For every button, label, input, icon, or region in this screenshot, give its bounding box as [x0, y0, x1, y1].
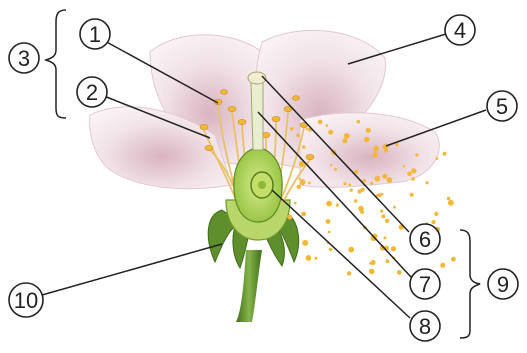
label-9: 9: [488, 269, 518, 299]
pollen-grain: [308, 182, 311, 185]
pollen-grain: [294, 202, 297, 205]
pollen-grain: [328, 130, 333, 135]
pollen-grain: [326, 124, 329, 127]
label-3: 3: [9, 43, 39, 73]
pollen-grain: [318, 120, 323, 125]
pollen-grain: [384, 149, 388, 153]
pollen-grain: [451, 257, 456, 262]
svg-text:3: 3: [18, 46, 30, 71]
svg-text:10: 10: [14, 288, 38, 313]
pollen-grain: [336, 204, 339, 207]
pollen-grain: [370, 182, 373, 185]
label-2: 2: [77, 77, 107, 107]
pollen-grain: [347, 271, 351, 275]
pollen-grain: [403, 165, 405, 167]
label-5: 5: [487, 91, 517, 121]
pollen-grain: [373, 152, 378, 157]
svg-text:9: 9: [497, 272, 509, 297]
pollen-grain: [384, 236, 387, 239]
label-4: 4: [445, 15, 475, 45]
pollen-grain: [326, 201, 332, 207]
pollen-grain: [385, 219, 389, 223]
svg-text:7: 7: [419, 272, 431, 297]
pollen-grain: [354, 170, 358, 174]
svg-text:6: 6: [419, 227, 431, 252]
pollen-grain: [387, 177, 393, 183]
pollen-grain: [296, 134, 300, 138]
brace-9: [460, 230, 480, 338]
pollen-grain: [348, 183, 351, 186]
pollen-grain: [334, 168, 337, 171]
svg-text:2: 2: [86, 80, 98, 105]
pollen-grain: [326, 219, 331, 224]
svg-text:1: 1: [89, 22, 101, 47]
pollen-grain: [342, 138, 347, 143]
pollen-grain: [447, 197, 451, 201]
pollen-grain: [366, 128, 371, 133]
pollen-grain: [411, 177, 415, 181]
pollen-grain: [425, 181, 428, 184]
pollen-grain: [357, 189, 361, 193]
pollen-grain: [298, 178, 300, 180]
pollen-grain: [348, 247, 354, 253]
pollen-grain: [381, 214, 385, 218]
label-6: 6: [410, 224, 440, 254]
pollen-grain: [287, 215, 292, 220]
label-7: 7: [410, 269, 440, 299]
pollen-grain: [374, 176, 380, 182]
pollen-grain: [415, 153, 418, 156]
pollen-grain: [369, 262, 372, 265]
pollen-grain: [330, 164, 332, 166]
pollen-grain: [410, 193, 414, 197]
pollen-grain: [301, 212, 306, 217]
pollen-grain: [306, 255, 312, 261]
svg-text:5: 5: [496, 94, 508, 119]
pollen-grain: [302, 145, 305, 148]
brace-3: [46, 10, 66, 118]
pollen-grain: [375, 146, 378, 149]
pollen-grain: [393, 206, 396, 209]
pollen-grain: [380, 210, 383, 213]
pollen-grain: [391, 246, 396, 251]
pollen-grain: [314, 257, 317, 260]
pollen-grain: [381, 193, 384, 196]
pollen-grain: [411, 168, 416, 173]
pollen-grain: [329, 248, 332, 251]
pollen-grain: [328, 231, 331, 234]
pollen-grain: [397, 270, 402, 275]
label-8: 8: [410, 311, 440, 341]
pollen-grain: [302, 240, 308, 246]
pollen-grain: [369, 269, 375, 275]
pollen-grain: [297, 185, 301, 189]
svg-text:8: 8: [419, 314, 431, 339]
pollen-grain: [354, 199, 358, 203]
pollen-grain: [300, 179, 306, 185]
label-1: 1: [80, 19, 110, 49]
pollen-grain: [343, 182, 346, 185]
pollen-grain: [448, 200, 454, 206]
pollen-grain: [357, 120, 361, 124]
pollen-grain: [344, 133, 350, 139]
pollen-grain: [350, 189, 353, 192]
pollen-grain: [290, 127, 294, 131]
svg-text:4: 4: [454, 18, 466, 43]
pollen-grain: [434, 212, 438, 216]
pollen-grain: [386, 259, 390, 263]
pollen-grain: [432, 220, 436, 224]
pollen-grain: [435, 157, 438, 160]
pollen-grain: [306, 128, 308, 130]
pollen-grain: [364, 137, 370, 143]
pollen-grain: [443, 152, 447, 156]
label-10: 10: [9, 283, 43, 317]
pollen-grain: [440, 263, 445, 268]
pollen-grain: [382, 174, 387, 179]
pollen-grain: [407, 172, 412, 177]
pollen-grain: [360, 210, 364, 214]
